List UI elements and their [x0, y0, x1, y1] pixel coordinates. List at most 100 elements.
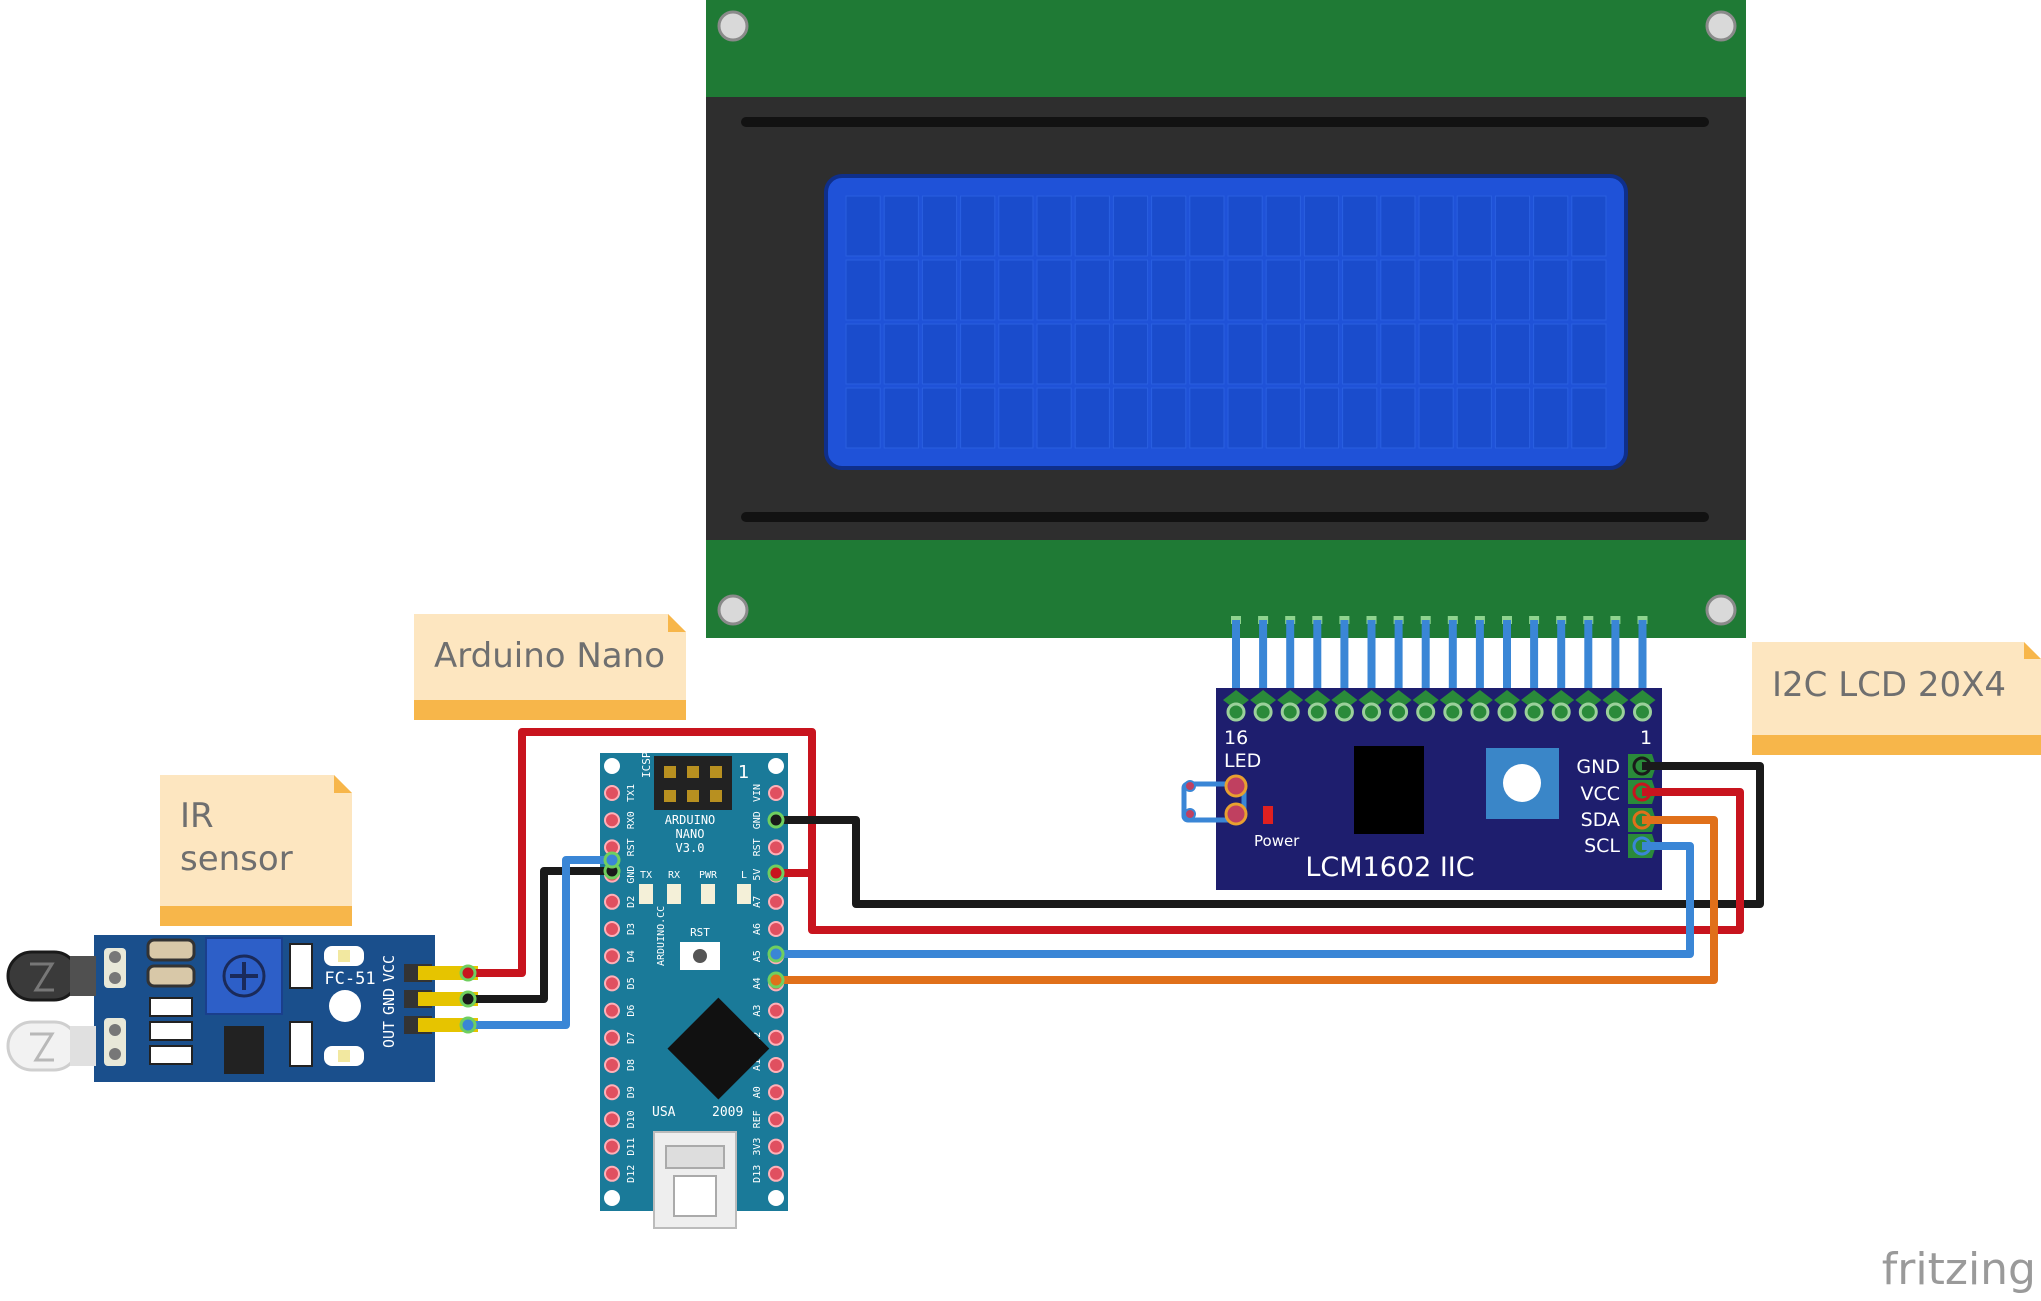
nano-right-pin-label: A1 — [752, 1059, 763, 1071]
lcd-character-cell — [921, 195, 958, 257]
icsp-pin — [687, 766, 699, 778]
lcd-character-cell — [1151, 259, 1187, 321]
nano-right-pin-label: D13 — [752, 1165, 763, 1183]
header-pad — [1389, 702, 1409, 722]
lcd-character-cell — [845, 195, 881, 257]
nano-left-pin — [604, 1138, 620, 1155]
backpack-title: LCM1602 IIC — [1305, 852, 1474, 883]
nano-name-line1: ARDUINO — [665, 813, 716, 827]
nano-left-pin-label: D5 — [626, 977, 637, 989]
nano-left-pin-label: D9 — [626, 1086, 637, 1098]
ir-sensor-module: FC-51 OUT GND VCC — [6, 935, 478, 1082]
pad-diamond — [1466, 690, 1493, 710]
nano-right-pin — [768, 921, 784, 937]
nano-left-pin-label: D12 — [626, 1165, 637, 1183]
nano-left-pin — [604, 1165, 620, 1182]
header-wire — [1611, 620, 1620, 712]
reset-button-icon — [693, 949, 707, 963]
nano-right-pin — [768, 1165, 784, 1182]
lcd-character-cell — [1151, 387, 1187, 449]
nano-left-pin — [604, 1002, 620, 1019]
lcd-character-cell — [1151, 195, 1187, 257]
pad-diamond — [1304, 690, 1331, 710]
lcd-character-cell — [1303, 323, 1340, 385]
comparator-chip — [224, 1026, 264, 1074]
lcd-character-cell — [1112, 323, 1149, 385]
mounting-hole-icon — [768, 1190, 784, 1206]
lcd-character-cell — [998, 259, 1034, 321]
wire-nano-a5-to-lcd-scl — [776, 842, 1694, 958]
mounting-hole-icon — [1705, 594, 1737, 626]
atmega-chip — [667, 997, 770, 1100]
wire-endpoint — [767, 811, 785, 829]
nano-left-pin — [604, 785, 620, 801]
header-pad — [1524, 702, 1544, 722]
pad-diamond — [1277, 690, 1304, 710]
lcd-character-cell — [883, 259, 919, 321]
wire-nano-5v-to-lcd-vcc — [808, 788, 1744, 934]
nano-right-pin-label: A7 — [752, 896, 763, 908]
lcd-character-cell — [960, 195, 996, 257]
lcd-character-cell — [1571, 323, 1607, 385]
nano-right-pin-label: GND — [752, 811, 763, 829]
mounting-hole-icon — [768, 758, 784, 774]
nano-left-pin-label: D2 — [626, 896, 637, 908]
nano-right-pin-label: A6 — [752, 923, 763, 935]
lcd-character-cell — [960, 387, 996, 449]
led-label: LED — [1224, 750, 1261, 772]
nano-right-pin-label: A0 — [752, 1086, 763, 1098]
lcd-character-cell — [1227, 195, 1263, 257]
nano-right-pin-label: 3V3 — [752, 1138, 763, 1156]
nano-left-pin-label: D7 — [626, 1032, 637, 1044]
lcd-character-cell — [1533, 387, 1569, 449]
nano-right-pin-label: A4 — [752, 977, 763, 989]
lcd-character-cell — [1494, 323, 1531, 385]
ir-pin-label-gnd: GND — [380, 988, 398, 1015]
nano-left-pin-label: D11 — [626, 1138, 637, 1156]
header-pad — [1334, 702, 1354, 722]
lcd-character-cell — [1036, 387, 1072, 449]
nano-led-label: PWR — [699, 870, 718, 881]
pad-diamond — [1439, 690, 1466, 710]
lcd-character-cell — [1533, 259, 1569, 321]
nano-led-label: L — [741, 870, 747, 881]
pad-diamond — [1412, 690, 1439, 710]
lcd-character-cell — [998, 387, 1034, 449]
nano-left-pin — [604, 1029, 620, 1046]
mounting-hole-icon — [604, 1190, 620, 1206]
nano-right-pin — [768, 1057, 784, 1073]
pad-diamond — [1494, 690, 1520, 710]
icsp-pin — [664, 790, 676, 802]
nano-left-pin-label: D4 — [626, 950, 637, 962]
icsp-pins — [664, 766, 722, 802]
header-wire — [1232, 620, 1240, 712]
lcd-character-cell — [1189, 387, 1225, 449]
ir-model-label: FC-51 — [324, 969, 375, 989]
header-pad — [1605, 702, 1625, 722]
pin-label-scl: SCL — [1584, 835, 1620, 857]
pin16-label: 16 — [1224, 727, 1248, 749]
nano-right-pin — [768, 893, 784, 910]
lcd-character-cell — [1418, 259, 1454, 321]
backpack-top-pads — [1223, 690, 1656, 858]
rst-label: RST — [690, 926, 710, 939]
lcd-character-cell — [1265, 259, 1301, 321]
bezel-groove — [741, 117, 1709, 127]
ir-emitter-led-icon — [6, 950, 96, 1002]
power-led — [1263, 806, 1273, 824]
mounting-hole-icon — [329, 990, 361, 1022]
header-wire — [1340, 620, 1349, 712]
lcd-character-cell — [1227, 387, 1263, 449]
lcd-character-cell — [1227, 323, 1263, 385]
pad-diamond — [1250, 690, 1277, 710]
resistor — [146, 938, 196, 962]
ir-pin-label-out: OUT — [380, 1021, 398, 1048]
note-ir-text-line1: IR — [180, 796, 214, 836]
lcd-character-cell — [1533, 323, 1569, 385]
power-label: Power — [1254, 832, 1300, 850]
header-pad — [1416, 702, 1436, 722]
usb-port-icon — [665, 1145, 725, 1169]
lcd-character-cell — [1494, 259, 1531, 321]
pin1-label: 1 — [1640, 727, 1652, 749]
